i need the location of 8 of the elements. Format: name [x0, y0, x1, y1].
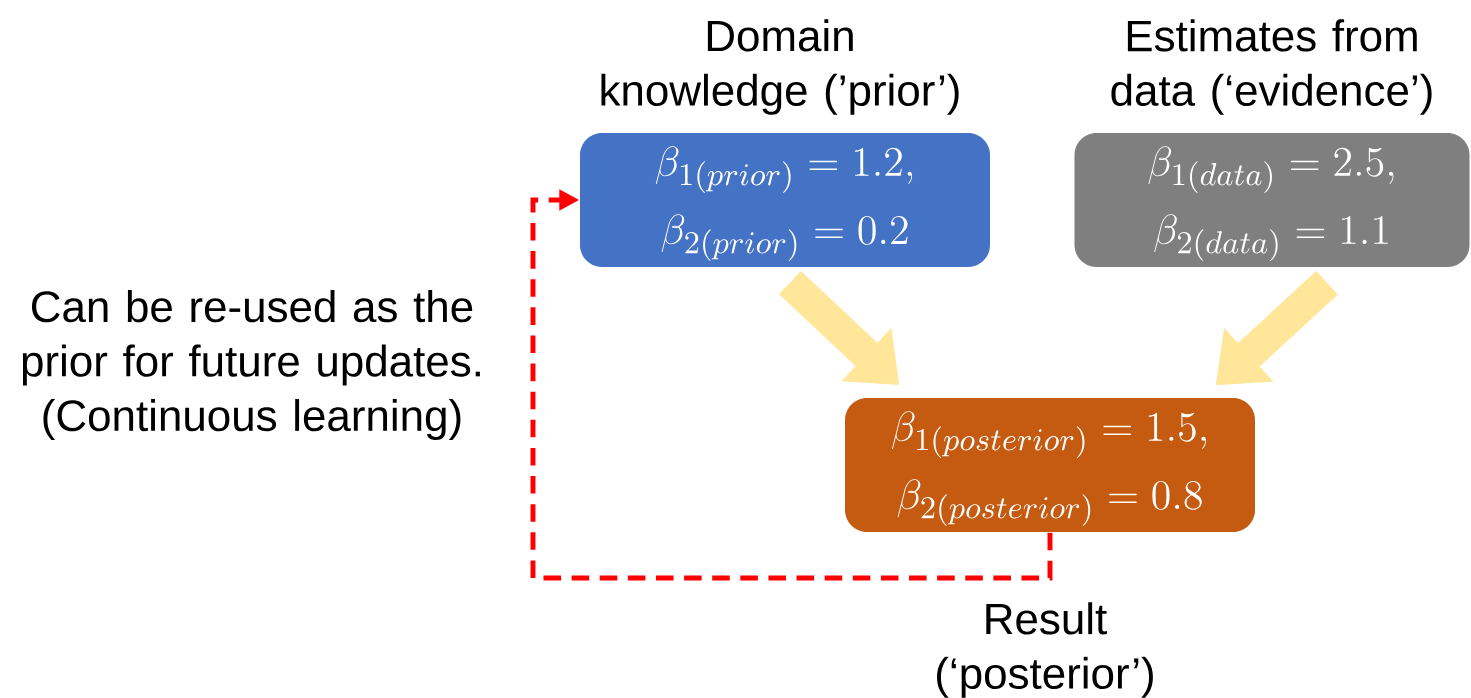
value-box: $\begin{gathered}\beta_{1(posterior)} = 1.5,\\ \beta_{2(posterior)} = 0.8\end{gathered}$ [845, 398, 1255, 532]
dashed-arrow [530, 189, 1053, 581]
heading: Result (‘posterior’) [937, 602, 1153, 698]
heading: Estimates from data (‘evidence’) [1111, 19, 1432, 115]
heading: Domain knowledge (’prior’) [601, 19, 959, 115]
note: Can be re-used as the prior for future updates. (Continuous learning) [22, 290, 480, 440]
value-box: $\begin{gathered}\beta_{1(prior)} = 1.2,\\ \beta_{2(prior)} = 0.2\end{gathered}$ [580, 133, 990, 267]
value-box: $\begin{gathered}\beta_{1(data)} = 2.5,\\ \beta_{2(data)} = 1.1\end{gathered}$ [1074, 133, 1470, 267]
